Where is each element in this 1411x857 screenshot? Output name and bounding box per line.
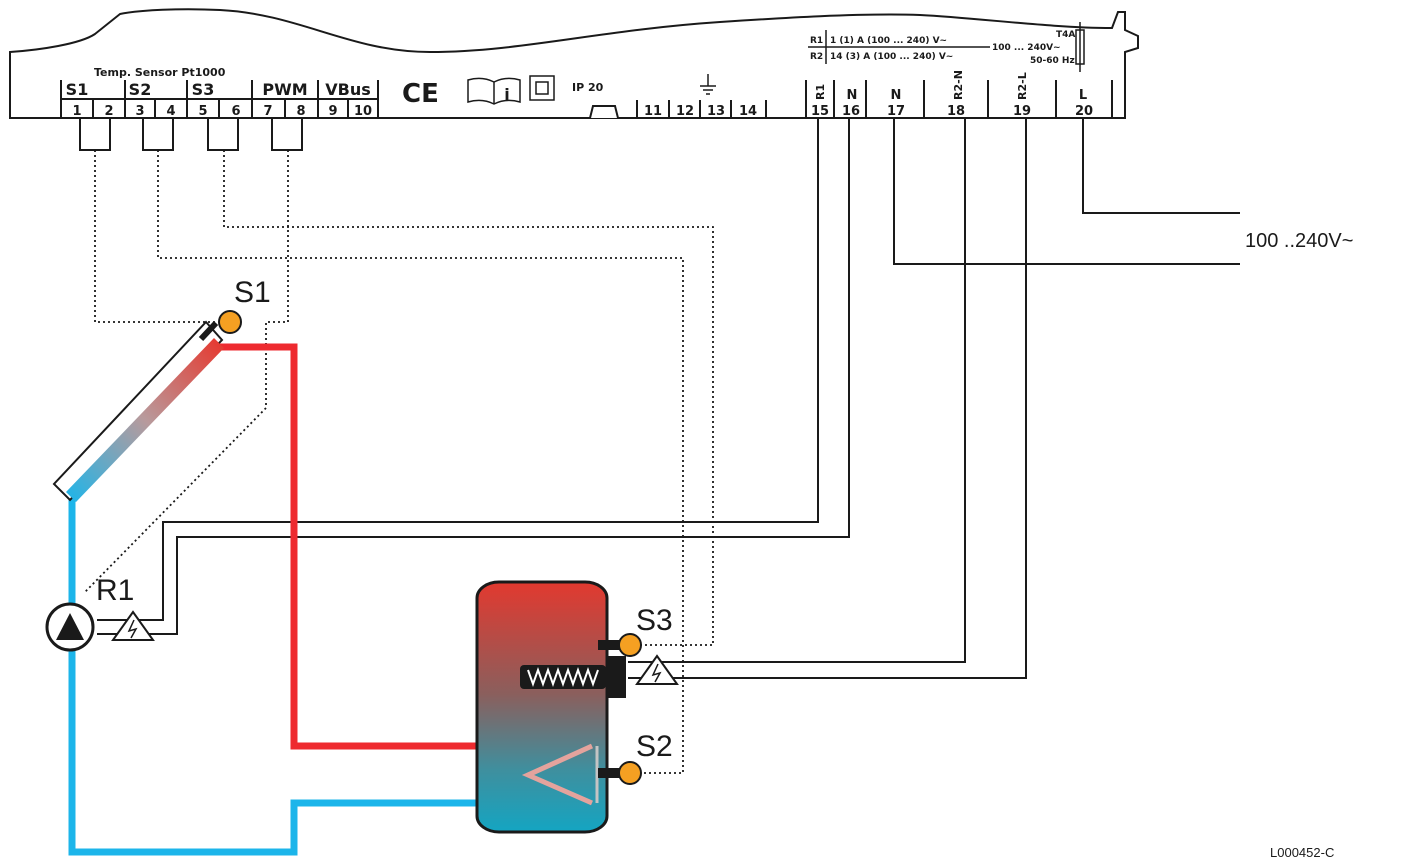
terminal-12: 12 xyxy=(676,104,694,119)
ip-rating: IP 20 xyxy=(572,81,604,94)
terminal-dividers-right xyxy=(805,80,1113,118)
tank-sensor-s3-mount xyxy=(598,640,620,650)
terminal-11: 11 xyxy=(644,104,662,119)
terminal-1: 1 xyxy=(72,104,81,119)
terminal-19: 19 xyxy=(1013,104,1031,119)
housing-notch xyxy=(589,105,619,119)
label-n-16: N xyxy=(847,88,858,103)
terminal-14: 14 xyxy=(739,104,757,119)
pump-icon xyxy=(45,602,95,652)
group-label-vbus: VBus xyxy=(325,80,371,99)
label-r2-l: R2-L xyxy=(1016,72,1029,100)
group-label-s3: S3 xyxy=(192,80,215,99)
label-n-17: N xyxy=(891,88,902,103)
terminal-5: 5 xyxy=(198,104,207,119)
controller-housing xyxy=(9,8,1139,119)
terminal-16: 16 xyxy=(842,104,860,119)
sensor-title: Temp. Sensor Pt1000 xyxy=(94,66,226,79)
terminal-13: 13 xyxy=(707,104,725,119)
collector-sensor-s1 xyxy=(218,310,242,334)
group-label-s2: S2 xyxy=(129,80,152,99)
solar-collector xyxy=(52,320,224,502)
terminal-dividers-mid xyxy=(636,100,767,118)
terminal-2: 2 xyxy=(104,104,113,119)
mains-wires xyxy=(97,118,1240,679)
fuse-icon xyxy=(1075,22,1085,72)
tank-sensor-s2-label: S2 xyxy=(636,730,673,763)
tank-sensor-s2-mount xyxy=(598,768,620,778)
document-code: L000452-C xyxy=(1270,845,1334,857)
terminal-10: 10 xyxy=(354,104,372,119)
terminal-dividers-left xyxy=(60,80,379,118)
tank-sensor-s2 xyxy=(618,761,642,785)
terminal-3: 3 xyxy=(135,104,144,119)
group-label-s1: S1 xyxy=(66,80,89,99)
terminal-4: 4 xyxy=(166,104,175,119)
heater-electric-icon xyxy=(635,654,679,685)
terminal-8: 8 xyxy=(296,104,305,119)
sensor-cables xyxy=(84,150,714,774)
label-l: L xyxy=(1079,88,1087,103)
relay-r2-label: R2 xyxy=(810,52,823,62)
pump-label: R1 xyxy=(96,574,134,607)
ce-mark: CE xyxy=(402,79,439,109)
label-r2-n: R2-N xyxy=(952,70,965,100)
manual-book-icon xyxy=(467,77,521,105)
label-r1: R1 xyxy=(814,84,827,100)
info-symbol: i xyxy=(504,85,509,104)
tank-sensor-s3-label: S3 xyxy=(636,604,673,637)
terminal-7: 7 xyxy=(263,104,272,119)
terminal-15: 15 xyxy=(811,104,829,119)
pump-electric-icon xyxy=(111,610,155,641)
collector-sensor-label: S1 xyxy=(234,276,271,309)
relay-r1-label: R1 xyxy=(810,36,823,46)
sensor-plugs xyxy=(79,118,303,151)
supply-spec: 100 ... 240V~ xyxy=(992,43,1061,53)
cold-return-line xyxy=(68,490,592,856)
terminal-9: 9 xyxy=(328,104,337,119)
fuse-label: T4A xyxy=(1056,30,1075,40)
electric-heater xyxy=(520,656,626,698)
ground-icon xyxy=(700,74,716,95)
storage-tank xyxy=(475,580,609,834)
tank-sensor-s3 xyxy=(618,633,642,657)
terminal-18: 18 xyxy=(947,104,965,119)
hot-flow-line xyxy=(218,343,592,750)
terminal-20: 20 xyxy=(1075,104,1093,119)
supply-voltage-label: 100 ..240V~ xyxy=(1245,230,1353,252)
relay-spec-box xyxy=(808,30,990,64)
frequency: 50-60 Hz xyxy=(1030,56,1075,66)
class-ii-icon xyxy=(529,75,555,101)
relay-r2-spec: 14 (3) A (100 ... 240) V~ xyxy=(830,52,953,62)
relay-r1-spec: 1 (1) A (100 ... 240) V~ xyxy=(830,36,947,46)
terminal-17: 17 xyxy=(887,104,905,119)
group-label-pwm: PWM xyxy=(262,80,307,99)
terminal-6: 6 xyxy=(231,104,240,119)
